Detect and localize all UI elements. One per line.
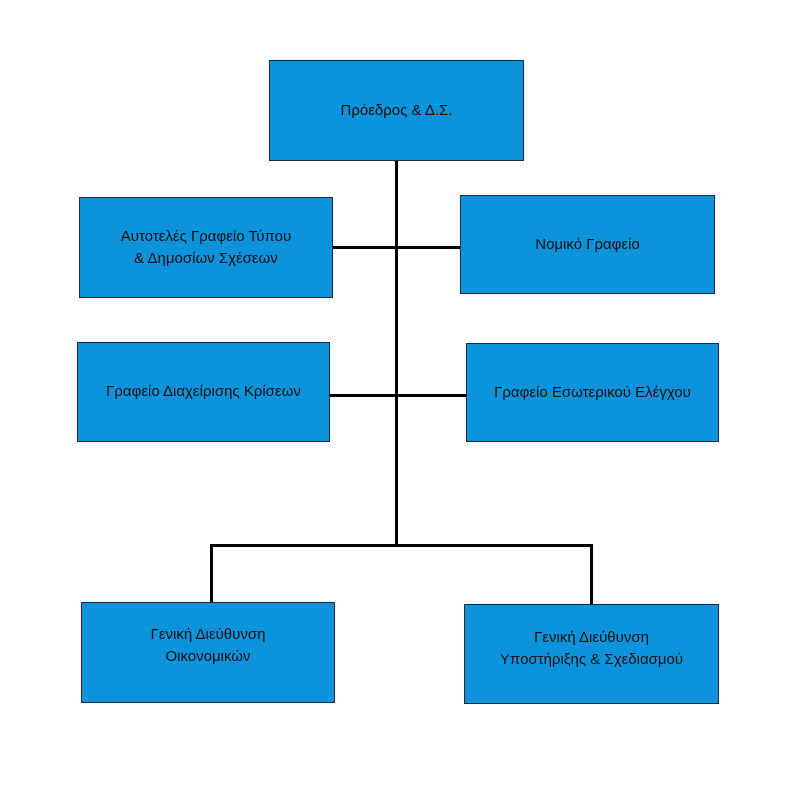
connector-drop-right (590, 544, 593, 605)
crisis-office-box: Γραφείο Διαχείρισης Κρίσεων (77, 342, 330, 442)
legal-office-box: Νομικό Γραφείο (460, 195, 715, 294)
legal-office-label: Νομικό Γραφείο (535, 235, 640, 253)
connector-drop-left (210, 544, 213, 603)
connector-bottom-horizontal (210, 544, 593, 547)
gd-support-planning-box: Γενική Διεύθυνση Υποστήριξης & Σχεδιασμο… (464, 604, 719, 704)
gd-finance-label: Γενική Διεύθυνση Οικονομικών (150, 626, 266, 665)
internal-audit-office-label: Γραφείο Εσωτερικού Ελέγχου (494, 383, 691, 401)
press-office-label: Αυτοτελές Γραφείο Τύπου & Δημοσίων Σχέσε… (120, 227, 292, 267)
connector-row2 (329, 394, 467, 397)
gd-support-planning-label: Γενική Διεύθυνση Υποστήριξης & Σχεδιασμο… (499, 629, 684, 668)
connector-row1 (332, 246, 461, 249)
connector-trunk (395, 160, 398, 547)
press-office-box: Αυτοτελές Γραφείο Τύπου & Δημοσίων Σχέσε… (79, 197, 333, 298)
crisis-office-label: Γραφείο Διαχείρισης Κρίσεων (106, 383, 301, 400)
president-box: Πρόεδρος & Δ.Σ. (269, 60, 524, 161)
internal-audit-office-box: Γραφείο Εσωτερικού Ελέγχου (466, 343, 719, 442)
president-label: Πρόεδρος & Δ.Σ. (340, 101, 453, 119)
gd-finance-box: Γενική Διεύθυνση Οικονομικών (81, 602, 335, 703)
